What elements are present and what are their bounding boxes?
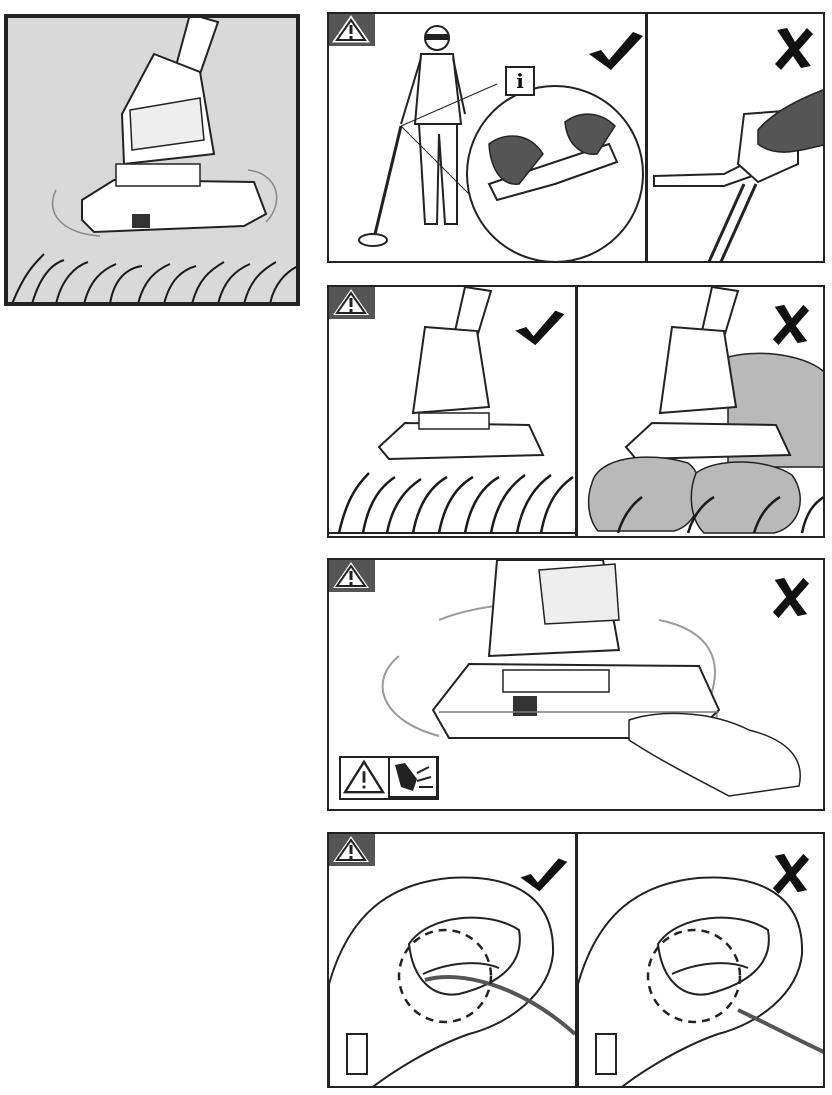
check-mark-icon [589,32,643,70]
x-mark-icon [772,853,810,894]
hand-cut-hazard-icon [388,756,438,798]
overview-panel [4,14,300,306]
panel-cable-hook [327,832,825,1088]
panel-divider [645,14,648,261]
panel-cutting-surface [327,285,825,538]
cable-hooked-illustration [329,876,577,1086]
warning-tab [329,287,375,319]
operator-illustration [358,25,644,261]
warning-triangle-icon [333,836,369,862]
warning-triangle-icon [333,562,369,588]
rock-trimming-illustration [587,287,823,534]
grass-trimming-illustration [329,287,575,534]
check-mark-icon [515,310,565,346]
x-mark-icon [772,304,810,345]
hand-near-line-illustration [381,560,801,797]
panel-hand-hazard [327,558,825,811]
warning-triangle-icon [333,289,369,315]
x-mark-icon [772,577,810,618]
info-icon: i [505,66,535,96]
overview-trimmer-illustration [11,18,296,302]
cable-unhooked-illustration [577,876,823,1086]
incorrect-grip-illustration [653,89,823,261]
panel-divider [575,834,578,1086]
check-mark-icon [520,858,568,892]
warning-triangle-icon [332,15,370,43]
panel-divider [575,287,578,536]
panel-grip-usage: i [327,12,825,263]
warning-tab [329,14,375,46]
warning-tab [329,560,375,592]
warning-triangle-icon [342,759,386,794]
overview-grass [11,253,296,302]
x-mark-icon [775,28,813,70]
hazard-sign-group [339,756,439,800]
warning-tab [329,834,375,866]
